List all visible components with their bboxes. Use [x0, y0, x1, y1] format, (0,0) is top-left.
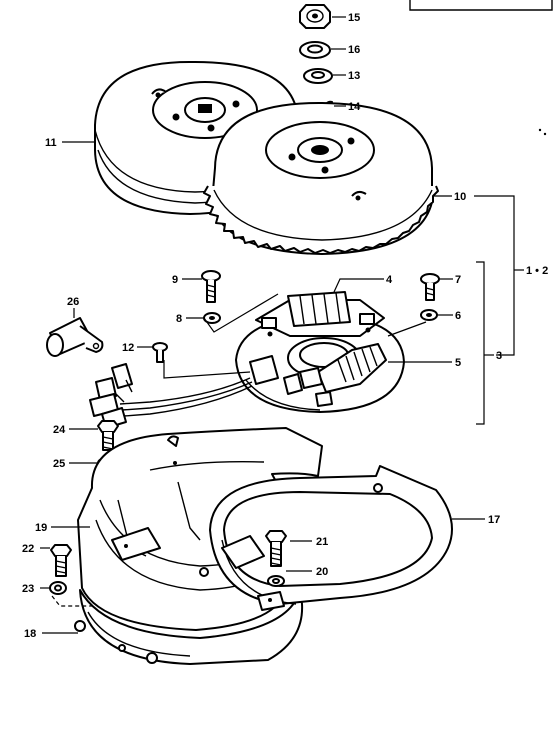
callout-11: 11: [45, 137, 57, 149]
callout-10: 10: [454, 191, 466, 203]
part-23-washer: [49, 581, 67, 595]
part-16-lock-washer: [299, 41, 331, 59]
part-8-washer: [203, 312, 221, 324]
callout-13: 13: [348, 70, 360, 82]
callout-16: 16: [348, 44, 360, 56]
part-10-flywheel-ring-gear: [203, 101, 439, 255]
callout-8: 8: [176, 313, 182, 325]
part-26-clamp: [46, 317, 104, 357]
callout-22: 22: [22, 543, 34, 555]
callout-labels: 15 16 13 14 11 10 1 • 2 9 4 7 26 8 6 3 1…: [22, 12, 548, 640]
callout-21: 21: [316, 536, 328, 548]
callout-15: 15: [348, 12, 360, 24]
callout-12: 12: [122, 342, 134, 354]
callout-14: 14: [348, 101, 361, 113]
callout-9: 9: [172, 274, 178, 286]
part-13-washer: [303, 68, 333, 84]
part-7-screw: [420, 273, 440, 301]
part-15-nut: [299, 4, 331, 29]
wiring-harness: [89, 363, 253, 429]
part-12-screw: [152, 342, 168, 363]
callout-23: 23: [22, 583, 34, 595]
callout-26: 26: [67, 296, 79, 308]
leader-lines: [40, 16, 524, 634]
part-20-washer: [267, 575, 285, 587]
part-4-coil-assembly: [255, 291, 385, 337]
part-5-pulser-coil: [249, 343, 387, 407]
part-24-bolt: [97, 420, 119, 451]
part-9-screw: [201, 270, 221, 303]
part-21-bolt: [265, 530, 287, 567]
callout-19: 19: [35, 522, 47, 534]
callout-17: 17: [488, 514, 500, 526]
callout-25: 25: [53, 458, 65, 470]
title-box-fragment: [409, 0, 553, 11]
part-22-bolt: [50, 544, 72, 577]
callout-20: 20: [316, 566, 328, 578]
part-3-stator-plate: [235, 315, 405, 413]
callout-18: 18: [24, 628, 36, 640]
callout-7: 7: [455, 274, 461, 286]
callout-5: 5: [455, 357, 461, 369]
callout-3: 3: [496, 350, 502, 362]
callout-6: 6: [455, 310, 461, 322]
callout-4: 4: [386, 274, 393, 286]
callout-1-2: 1 • 2: [526, 265, 548, 277]
part-6-washer: [420, 309, 438, 321]
callout-24: 24: [53, 424, 66, 436]
